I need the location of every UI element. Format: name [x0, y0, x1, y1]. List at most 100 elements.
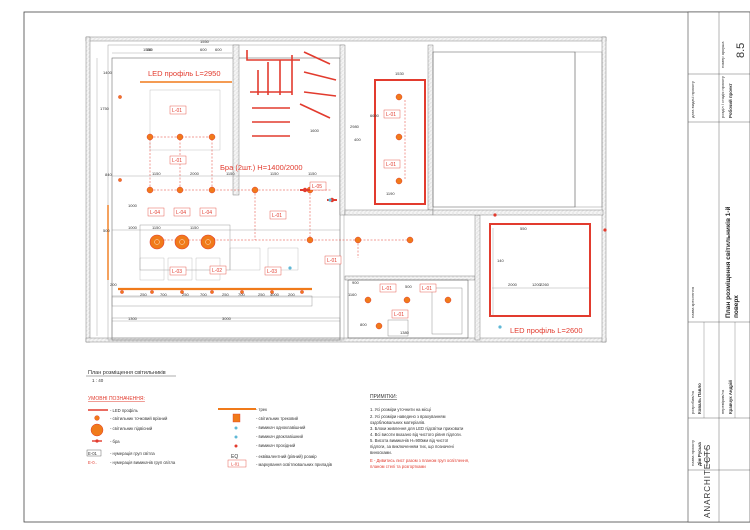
svg-text:L-01: L-01: [386, 162, 396, 168]
room-frame-right: [489, 223, 591, 317]
sheet-frame: [23, 11, 750, 523]
dimension-value: 1150: [152, 171, 161, 176]
stamp-checker-label: перевірив/ла: [720, 389, 725, 414]
legend-right-2: - вимикач одноклавішний: [256, 425, 306, 430]
plan-scale: 1 : 40: [92, 378, 104, 383]
label-led-top: LED профіль L=2950: [148, 69, 221, 78]
dimension-value: 1190: [386, 191, 395, 196]
sconce-symbol: [92, 439, 102, 443]
dimension-value: 200: [110, 282, 117, 287]
dimension-value: 1530: [395, 71, 405, 76]
switch-single-symbol: [234, 426, 238, 430]
dimension-value: 250: [222, 292, 229, 297]
dimension-value: 600: [215, 47, 222, 52]
note-warning-1: планом стелі та розгортками: [370, 464, 426, 469]
dimension-value: 1150: [152, 225, 161, 230]
note-line-1: 2. Усі розміри наведено з врахуванням: [370, 414, 446, 419]
stamp-checker: Кравчук Андрій: [728, 380, 733, 414]
svg-text:L-05: L-05: [312, 184, 322, 190]
dimension-value: 150: [146, 47, 153, 52]
stamp-project-label: назва проєкту: [690, 440, 695, 466]
stamp-sheet-number: 8.5: [735, 43, 747, 58]
room-frame-center: [374, 79, 426, 205]
label-bra: Бра (2шт.) H=1400/2000: [220, 163, 303, 172]
dimension-value: 1000: [128, 203, 138, 208]
svg-text:L-03: L-03: [267, 269, 277, 275]
legend-left-3: - бра: [110, 439, 120, 444]
dimension-value: 1750: [100, 106, 110, 111]
dimension-value: 2260: [540, 282, 550, 287]
dimension-value: 2000: [508, 282, 518, 287]
dimension-value: 800: [360, 322, 367, 327]
staircase: [246, 50, 337, 137]
stamp-sheet-name-2: поверх: [733, 295, 740, 318]
dimension-value: 500: [103, 228, 110, 233]
dimension-value: 140: [497, 258, 504, 263]
track-light-symbol: [232, 413, 241, 423]
dimension-value: 250: [182, 292, 189, 297]
dimension-value: 1550: [200, 39, 210, 44]
dimension-value: 1000: [128, 225, 138, 230]
svg-text:L-02: L-02: [212, 268, 222, 274]
light-tags: L-01 L-01 L-01 L-01 L-02 L-03 L-03 L-04 …: [147, 105, 437, 319]
notes-heading: ПРИМІТКИ:: [370, 394, 397, 400]
svg-text:L-01: L-01: [422, 286, 432, 292]
title-block: номер аркуша 8.5 дата видачі проєкту роз…: [687, 11, 750, 523]
legend-right-0: - трек: [256, 407, 267, 412]
dimension-value: 2000: [190, 171, 200, 176]
label-led-bottom: LED профіль L=2600: [510, 326, 583, 335]
dimension-value: 250: [258, 292, 265, 297]
switches: [288, 198, 607, 329]
dimension-value: 6600: [370, 113, 380, 118]
dimension-value: 840: [105, 172, 112, 177]
dimension-value: 1600: [310, 128, 320, 133]
stamp-project: Дім Руська: [697, 442, 702, 466]
dimension-value: 900: [352, 280, 359, 285]
stamp-stage-value: Робочий проект: [728, 82, 733, 118]
svg-text:L-01: L-01: [172, 108, 182, 114]
notes: ПРИМІТКИ: 1. Усі розміри уточнити на міс…: [370, 394, 469, 469]
note-warning-0: Е - Дивитись лист разом з планом груп ос…: [370, 458, 469, 463]
svg-text:L-01: L-01: [394, 312, 404, 318]
stamp-sheet-name-1: План розміщення світильників 1-й: [724, 206, 732, 318]
legend-right-1: - світильник трековий: [256, 416, 299, 421]
switch-double-symbol: [234, 435, 238, 439]
dimension-value: 3000: [222, 316, 232, 321]
recessed-spots: [118, 93, 452, 330]
dimension-value: 600: [200, 47, 207, 52]
stamp-sheet-number-label: номер аркуша: [720, 41, 725, 68]
svg-text:L-03: L-03: [172, 269, 182, 275]
note-line-0: 1. Усі розміри уточнити на місці: [370, 407, 431, 412]
svg-text:L-04: L-04: [202, 210, 212, 216]
switch-pass-symbol: [234, 444, 238, 448]
svg-text:L-01: L-01: [172, 158, 182, 164]
dimension-value: 700: [200, 292, 207, 297]
plan-title: План розміщення світильників: [88, 370, 166, 376]
dimension-value: 400: [354, 137, 361, 142]
stamp-developer-label: розробив/ла: [690, 390, 695, 414]
legend-right-3: - вимикач двоклавішний: [256, 434, 304, 439]
legend-tag-switch: E-0..: [88, 460, 97, 465]
stamp-brand: ANARCHITECTS: [703, 444, 712, 518]
note-line-6: підлоги, за виключенням тих, що позначен…: [370, 444, 454, 449]
legend-left-0: - LED профіль: [110, 408, 139, 413]
stamp-stage-label: розділ / стадія проєкту: [720, 76, 725, 118]
svg-text:L-04: L-04: [176, 210, 186, 216]
dimension-value: 200: [288, 292, 295, 297]
dimension-value: 1150: [190, 225, 199, 230]
dimension-value: 1380: [400, 330, 410, 335]
dimension-value: 1550: [143, 47, 153, 52]
legend-left-5: - нумерація вимикачів груп світла: [110, 460, 176, 465]
stamp-sheet-name-label: назва креслення: [690, 287, 695, 318]
note-line-4: 4. Всі висоти вказано від чистого рівня …: [370, 432, 462, 437]
pendant-lights: [149, 234, 216, 250]
dimension-value: 1400: [103, 70, 113, 75]
dimension-value: 500: [405, 284, 412, 289]
svg-text:L-01: L-01: [382, 286, 392, 292]
note-line-7: виносками.: [370, 450, 392, 455]
dimension-value: 1300: [128, 316, 138, 321]
svg-text:L-01: L-01: [272, 213, 282, 219]
legend-heading: УМОВНІ ПОЗНАЧЕННЯ:: [88, 396, 145, 402]
dimension-value: 1150: [308, 171, 317, 176]
dimension-value: 700: [238, 292, 245, 297]
